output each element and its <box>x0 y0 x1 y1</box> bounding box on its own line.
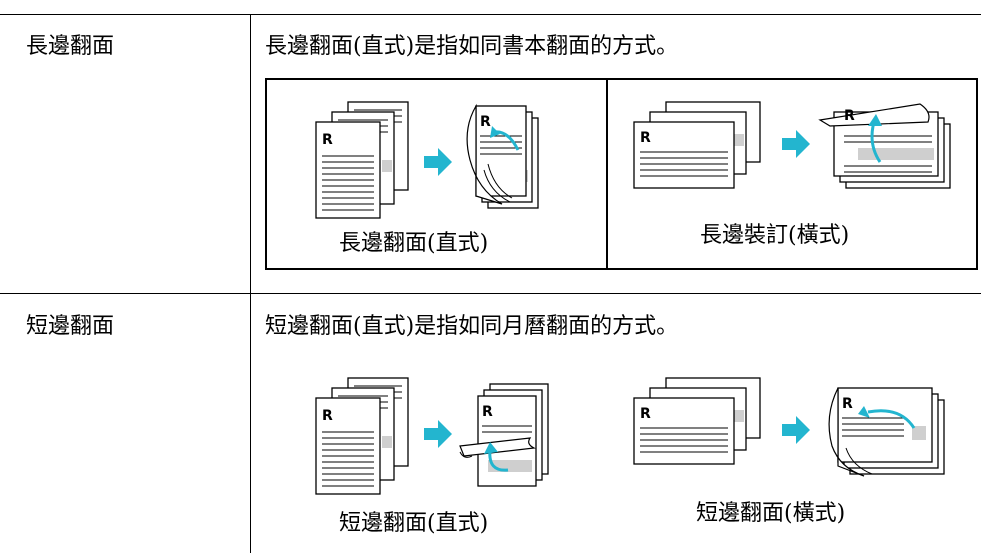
landscape-short-edge-diagram: R R <box>633 377 945 477</box>
landscape-stack-icon: R <box>633 377 761 465</box>
svg-text:R: R <box>640 406 651 422</box>
portrait-short-edge-diagram: R R <box>315 377 549 495</box>
long-edge-figure-box <box>265 78 978 270</box>
term-short-edge: 短邊翻面 <box>26 314 115 339</box>
table-top-rule <box>0 14 981 15</box>
arrow-right-icon <box>424 420 452 448</box>
svg-text:R: R <box>322 408 333 424</box>
caption-long-edge-portrait: 長邊翻面(直式) <box>339 231 489 256</box>
term-long-edge: 長邊翻面 <box>26 34 115 59</box>
column-divider <box>250 14 251 553</box>
landscape-stack-icon: R <box>633 101 761 189</box>
caption-long-edge-landscape: 長邊裝訂(橫式) <box>700 223 850 248</box>
svg-text:R: R <box>480 114 491 130</box>
landscape-short-edge-flip-icon: R <box>828 387 945 477</box>
portrait-short-edge-flip-icon: R <box>459 383 549 487</box>
portrait-stack-icon: R <box>315 101 409 219</box>
landscape-long-edge-flip-icon: R <box>818 103 951 189</box>
arrow-right-icon <box>782 130 810 158</box>
caption-short-edge-portrait: 短邊翻面(直式) <box>339 511 489 536</box>
portrait-long-edge-diagram: R R <box>315 101 539 219</box>
portrait-stack-icon: R <box>315 377 409 495</box>
row-divider <box>0 293 981 294</box>
portrait-long-edge-flip-icon: R <box>466 103 539 209</box>
svg-text:R: R <box>640 130 651 146</box>
description-short-edge: 短邊翻面(直式)是指如同月曆翻面的方式。 <box>265 314 679 339</box>
svg-text:R: R <box>844 108 855 124</box>
landscape-long-edge-diagram: R R <box>633 101 951 189</box>
svg-text:R: R <box>482 404 493 420</box>
figure-box-divider <box>606 80 608 268</box>
svg-text:R: R <box>322 132 333 148</box>
description-long-edge: 長邊翻面(直式)是指如同書本翻面的方式。 <box>265 34 679 59</box>
caption-short-edge-landscape: 短邊翻面(橫式) <box>696 501 846 526</box>
svg-text:R: R <box>842 396 853 412</box>
arrow-right-icon <box>424 148 452 176</box>
arrow-right-icon <box>782 416 810 444</box>
